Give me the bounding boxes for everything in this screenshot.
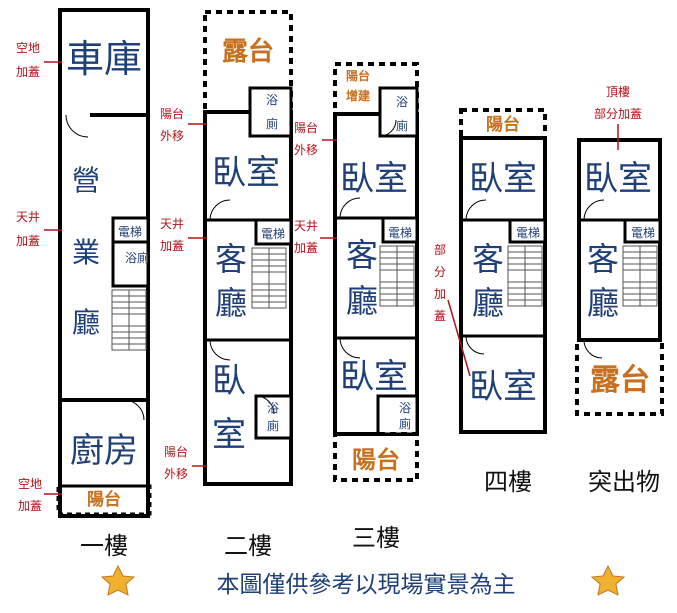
f2-terrace-label: 露台	[222, 36, 274, 67]
floor-2-plan	[203, 10, 293, 486]
f3-bath-top-1: 浴	[396, 95, 408, 109]
f1-balcony-label: 陽台	[87, 489, 121, 510]
f2-note-back-1: 陽台	[164, 444, 188, 459]
f4-note-partial-2: 分	[434, 265, 446, 279]
f2-bedroom-back-char-1: 臥	[212, 361, 246, 401]
f1-note-balcony-1: 空地	[18, 477, 42, 491]
star-icon	[100, 564, 136, 596]
roof-terrace-label: 露台	[590, 363, 650, 398]
f4-living-char-2: 廳	[472, 284, 504, 322]
f3-bath-top-2: 廁	[396, 118, 408, 133]
f2-elevator-label: 電梯	[261, 227, 285, 241]
f2-bath-top-2: 廁	[266, 116, 278, 131]
f2-note-front-1: 陽台	[160, 106, 184, 121]
f3-bedroom-front-label: 臥室	[340, 159, 408, 199]
f1-hall-char-2: 業	[72, 236, 100, 269]
f3-floor-label: 三樓	[352, 524, 400, 552]
disclaimer-text: 本圖僅供參考以現場實景為主	[217, 572, 516, 598]
f2-note-atrium-2: 加蓋	[160, 239, 184, 253]
f1-note-balcony-2: 加蓋	[18, 499, 42, 513]
f3-note-front-2: 外移	[294, 143, 318, 157]
f2-floor-label: 二樓	[224, 532, 272, 560]
f3-note-atrium-1: 天井	[294, 219, 318, 233]
roof-living-char-2: 廳	[587, 284, 619, 322]
f1-note-atrium-1: 天井	[16, 210, 40, 224]
f2-bath-top-1: 浴	[266, 93, 278, 107]
f2-bath-back-1: 浴	[267, 401, 279, 415]
f4-bedroom-front-label: 臥室	[469, 159, 537, 199]
floor-3-plan	[333, 62, 419, 482]
roof-living-char-1: 客	[587, 240, 619, 278]
f3-living-char-1: 客	[346, 236, 378, 274]
f3-note-front-1: 陽台	[294, 120, 318, 135]
roof-bedroom-label: 臥室	[584, 159, 652, 199]
roof-floor-label: 突出物	[588, 468, 660, 496]
f3-balcony-ext-1: 陽台	[346, 68, 370, 83]
roof-note-top-1: 頂樓	[606, 84, 630, 99]
f4-note-partial-4: 蓋	[434, 309, 446, 323]
f1-floor-label: 一樓	[80, 532, 128, 560]
f2-note-atrium-1: 天井	[160, 217, 184, 231]
f4-bedroom-back-label: 臥室	[469, 367, 537, 407]
f1-note-garage-1: 空地	[16, 41, 40, 55]
f3-note-atrium-2: 加蓋	[294, 241, 318, 255]
f3-bedroom-back-label: 臥室	[340, 357, 408, 397]
floor-4-plan	[459, 108, 547, 434]
f4-living-char-1: 客	[472, 240, 504, 278]
f2-living-char-2: 廳	[215, 284, 247, 322]
f3-living-char-2: 廳	[346, 282, 378, 320]
roof-structure-plan	[575, 138, 664, 416]
f4-balcony-label: 陽台	[486, 114, 520, 135]
f1-note-garage-2: 加蓋	[16, 65, 40, 79]
f1-elevator-label: 電梯	[118, 225, 142, 239]
star-icon	[590, 564, 626, 596]
f2-note-back-2: 外移	[164, 467, 188, 481]
f4-note-partial-3: 加	[434, 287, 446, 301]
f1-hall-char-3: 廳	[72, 306, 100, 339]
f2-bedroom-front-label: 臥室	[212, 153, 280, 193]
f3-balcony-ext-2: 增建	[346, 88, 371, 103]
f1-garage-label: 車庫	[66, 37, 142, 81]
roof-note-top-2: 部分加蓋	[594, 106, 642, 121]
f3-bath-back-2: 廁	[399, 416, 411, 431]
f4-elevator-label: 電梯	[516, 226, 540, 240]
f1-hall-char-1: 營	[72, 164, 100, 197]
f1-bath-label: 浴廁	[125, 250, 149, 265]
f3-balcony-label: 陽台	[352, 446, 400, 474]
f3-elevator-label: 電梯	[388, 226, 412, 240]
f2-bedroom-back-char-2: 室	[212, 415, 246, 455]
f4-note-partial-1: 部	[434, 242, 446, 257]
f1-note-atrium-2: 加蓋	[16, 234, 40, 248]
f1-kitchen-label: 廚房	[70, 431, 138, 471]
f4-floor-label: 四樓	[484, 468, 532, 496]
f3-bath-back-1: 浴	[399, 401, 411, 415]
roof-elevator-label: 電梯	[631, 226, 655, 240]
f2-bath-back-2: 廁	[267, 418, 279, 433]
f2-note-front-2: 外移	[160, 129, 184, 143]
f2-living-char-1: 客	[215, 240, 247, 278]
floor-1-plan	[56, 8, 152, 518]
